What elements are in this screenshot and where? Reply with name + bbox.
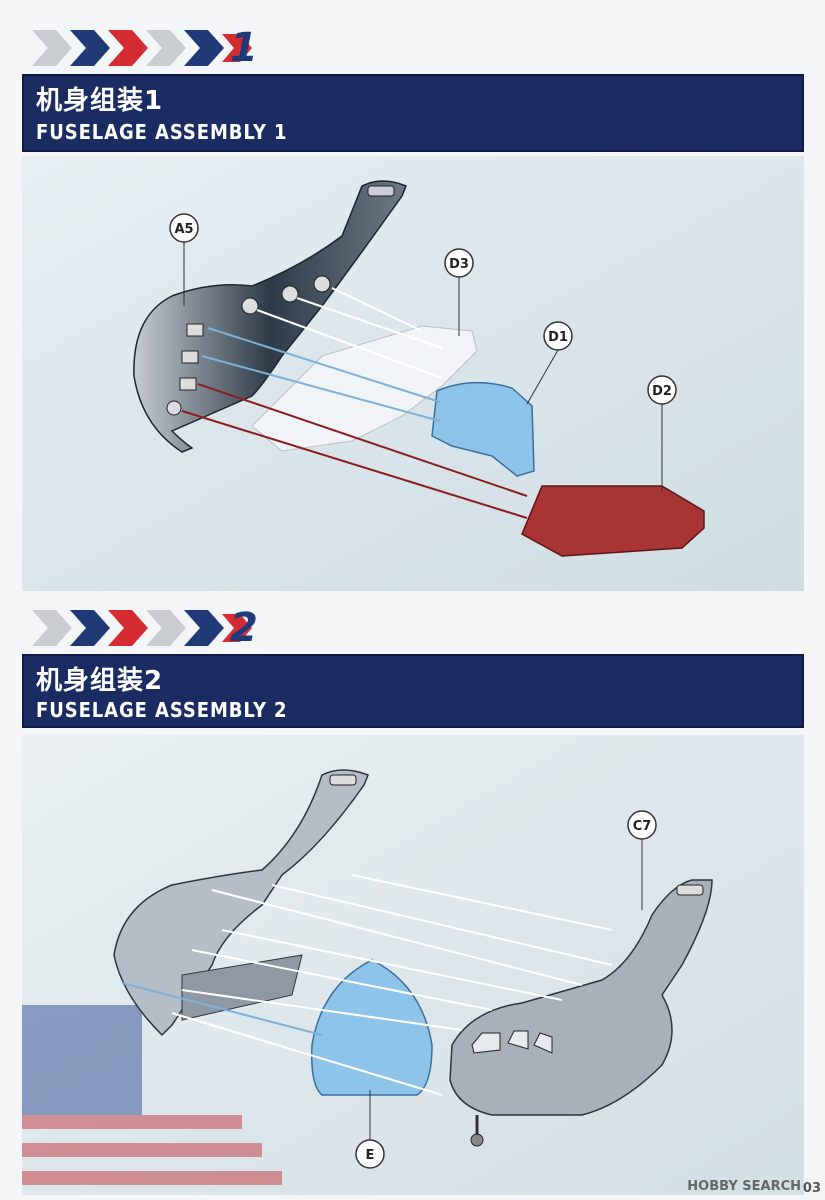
step-2-illustration: C7 E bbox=[22, 735, 804, 1195]
part-d2 bbox=[521, 485, 705, 557]
step-1-chevrons bbox=[32, 30, 252, 66]
callout-e: E bbox=[355, 1090, 385, 1169]
callout-a5: A5 bbox=[169, 213, 199, 306]
step-2-arrows bbox=[121, 874, 613, 1096]
callout-d2: D2 bbox=[647, 375, 677, 491]
callout-d3-label: D3 bbox=[449, 257, 469, 272]
step-2-chevrons bbox=[32, 610, 252, 646]
step-1-arrows bbox=[181, 287, 528, 519]
part-e bbox=[310, 959, 433, 1096]
callout-c7-label: C7 bbox=[633, 819, 652, 834]
callout-c7: C7 bbox=[627, 810, 657, 910]
step-1-title-en: FUSELAGE ASSEMBLY 1 bbox=[36, 120, 288, 144]
fuselage-half-c7 bbox=[449, 879, 713, 1147]
step-1-title-box: 机身组装1 FUSELAGE ASSEMBLY 1 bbox=[22, 74, 804, 152]
step-2-title-en: FUSELAGE ASSEMBLY 2 bbox=[36, 698, 288, 722]
callout-a5-label: A5 bbox=[174, 222, 193, 237]
step-2-title-cn: 机身组装2 bbox=[36, 666, 164, 696]
part-d3 bbox=[251, 325, 478, 452]
step-2-number: 2 bbox=[230, 605, 258, 651]
fuselage-half-a5 bbox=[133, 180, 407, 453]
step-2-diagram: C7 E bbox=[22, 735, 804, 1195]
step-2-title-box: 机身组装2 FUSELAGE ASSEMBLY 2 bbox=[22, 654, 804, 728]
callout-d3: D3 bbox=[444, 248, 474, 336]
page-number: 03 bbox=[802, 1181, 821, 1196]
step-1-title-cn: 机身组装1 bbox=[36, 86, 164, 116]
watermark: HOBBY SEARCH bbox=[687, 1179, 801, 1194]
step-1-number: 1 bbox=[230, 25, 258, 71]
callout-d1-label: D1 bbox=[548, 330, 568, 345]
callout-e-label: E bbox=[366, 1148, 375, 1163]
callout-d1: D1 bbox=[526, 321, 573, 405]
fuselage-half-assembled bbox=[113, 769, 369, 1037]
step-1-illustration: A5 D3 D1 D2 bbox=[22, 156, 804, 591]
part-d1 bbox=[431, 381, 535, 477]
flag-decoration bbox=[22, 1005, 282, 1185]
callout-d2-label: D2 bbox=[652, 384, 672, 399]
step-1-diagram: A5 D3 D1 D2 bbox=[22, 156, 804, 591]
